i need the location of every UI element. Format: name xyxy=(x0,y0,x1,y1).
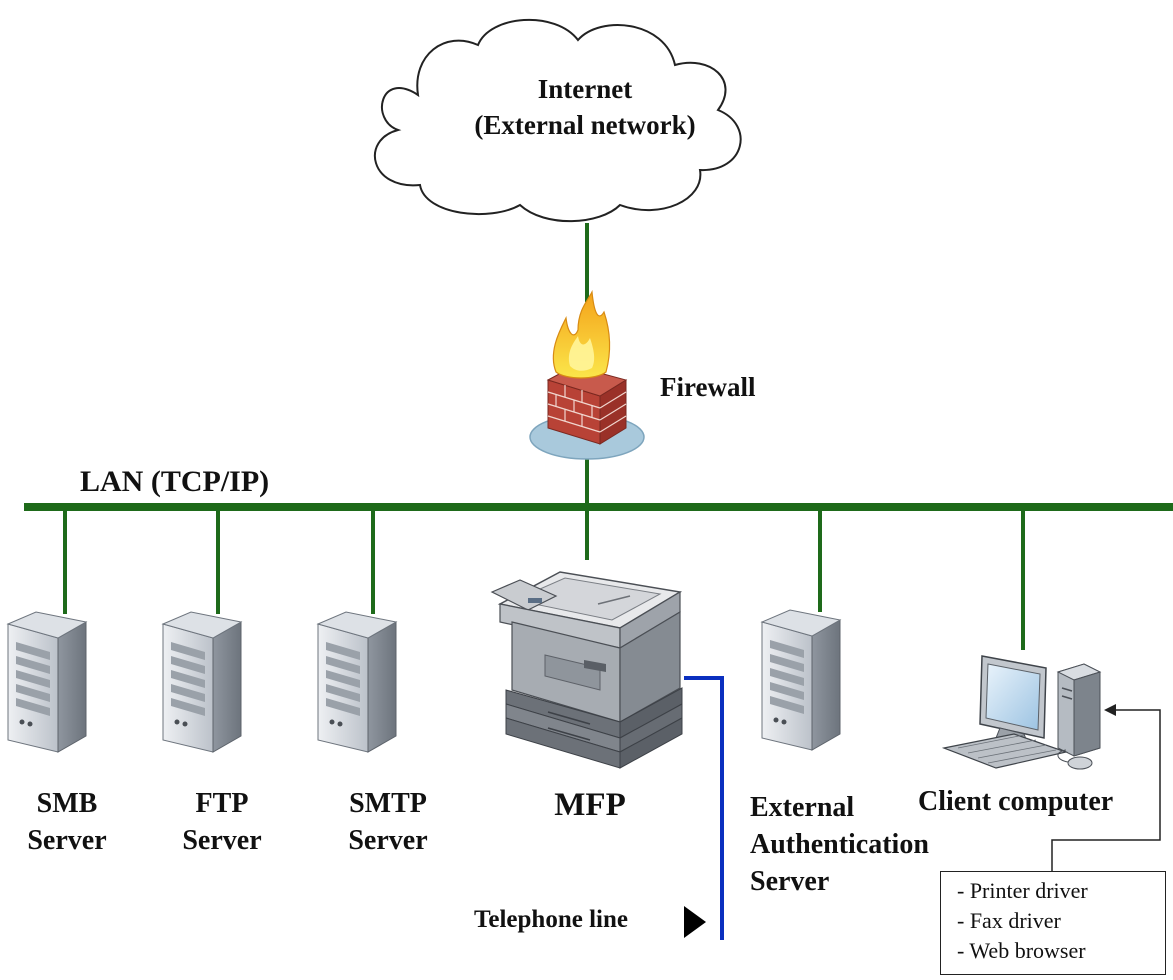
auth-server-label: External Authentication Server xyxy=(750,790,929,901)
auth-label-line1: External xyxy=(750,792,855,823)
software-item: - Printer driver xyxy=(957,878,1088,903)
ftp-label-line2: Server xyxy=(182,824,262,856)
firewall-label: Firewall xyxy=(660,372,756,402)
client-software-box: - Printer driver - Fax driver - Web brow… xyxy=(940,871,1166,975)
internet-cloud-icon xyxy=(373,19,742,223)
lan-label: LAN (TCP/IP) xyxy=(80,465,270,498)
smb-label-line2: Server xyxy=(27,824,107,856)
auth-server-icon xyxy=(761,609,841,751)
telephone-line xyxy=(684,676,724,940)
telephone-line-label: Telephone line xyxy=(474,906,628,933)
smtp-server-icon xyxy=(317,611,397,753)
client-computer-label: Client computer xyxy=(918,786,1114,817)
smb-server-icon xyxy=(7,611,87,753)
auth-label-line2: Authentication xyxy=(750,828,929,860)
arrow-head-icon xyxy=(1104,704,1116,716)
software-item: - Web browser xyxy=(957,937,1086,963)
mfp-icon xyxy=(490,571,683,769)
network-links xyxy=(24,223,1173,650)
smb-server-label: SMB Server xyxy=(0,786,137,860)
internet-label-line2: (External network) xyxy=(474,109,696,140)
auth-label-line3: Server xyxy=(750,865,830,897)
firewall-icon xyxy=(529,289,645,460)
ftp-server-icon xyxy=(162,611,242,753)
mfp-label: MFP xyxy=(554,787,626,823)
client-computer-icon xyxy=(941,655,1102,770)
play-triangle-icon xyxy=(684,906,706,938)
software-item: - Fax driver xyxy=(957,907,1061,933)
smb-label-line1: SMB xyxy=(36,788,98,819)
smtp-server-label: SMTP Server xyxy=(318,786,458,860)
internet-label-line1: Internet xyxy=(537,74,633,104)
ftp-label-line1: FTP xyxy=(195,788,249,819)
software-connector xyxy=(1051,709,1161,871)
internet-label: Internet (External network) xyxy=(445,72,725,143)
smtp-label-line1: SMTP xyxy=(349,788,427,819)
smtp-label-line2: Server xyxy=(348,824,428,856)
ftp-server-label: FTP Server xyxy=(152,786,292,860)
